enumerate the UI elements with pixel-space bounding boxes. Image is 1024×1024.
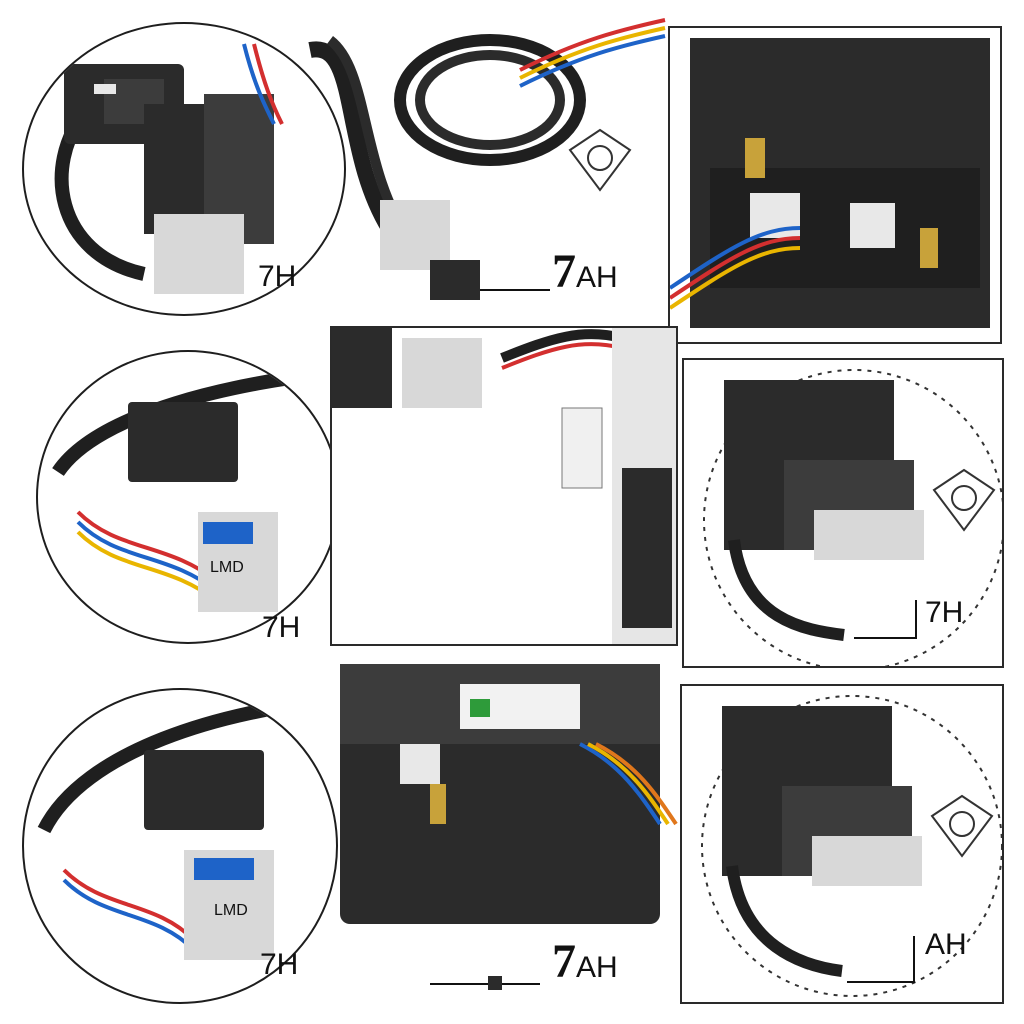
- harness-illustration: LMD: [37, 693, 336, 960]
- label-text: 7H: [262, 611, 301, 644]
- wiring-symbol: [568, 128, 632, 192]
- cable-bundle-top-center: [300, 10, 670, 320]
- label-number: 7: [552, 935, 576, 988]
- capacity-label-mid-right: 7H: [925, 598, 963, 628]
- connector-harness-illustration: [54, 43, 284, 294]
- cable-coil: [394, 34, 586, 166]
- panel-top-right: [668, 26, 1002, 344]
- terminal: [745, 138, 765, 178]
- label-text: 7H: [260, 948, 299, 981]
- fuse-block-illustration: [670, 38, 990, 328]
- callout-line: [854, 600, 917, 639]
- fuse: [850, 203, 895, 248]
- inset-circle-bottom-left: LMD: [22, 688, 338, 1004]
- capacity-label-bottom-right: AH: [925, 930, 967, 960]
- cable-coil-illustration: [308, 18, 666, 300]
- bracket-illustration: [332, 328, 676, 644]
- label-text: 7H: [925, 596, 964, 629]
- inset-circle-mid-left: LMD: [36, 350, 340, 644]
- capacity-label-top-center: 7AH: [552, 248, 618, 296]
- capacity-label-bottom-center: 7AH: [552, 938, 618, 986]
- terminal-clip: [380, 200, 450, 270]
- terminal: [430, 784, 446, 824]
- label-unit: AH: [576, 951, 618, 984]
- label-text: AH: [925, 928, 967, 961]
- panel-mid-center: [330, 326, 678, 646]
- wiring-symbol: [932, 468, 996, 532]
- callout-line: [847, 936, 915, 983]
- capacity-label-top-left: 7H: [258, 262, 296, 292]
- harness-illustration: LMD: [52, 365, 338, 612]
- terminal: [920, 228, 938, 268]
- module-sticker: LMD: [210, 559, 244, 576]
- relay-housing-illustration: [703, 369, 1002, 666]
- relay-housing-illustration: [701, 695, 1002, 997]
- label-text: 7H: [258, 260, 297, 293]
- panel-mid-right: [682, 358, 1004, 668]
- capacity-label-bottom-left: 7H: [260, 950, 298, 980]
- battery-illustration: [340, 664, 678, 924]
- inset-circle-top-left: [22, 22, 346, 316]
- battery-bottom-center: [330, 644, 680, 944]
- panel-bottom-right: [680, 684, 1004, 1004]
- connector-block: [144, 750, 264, 830]
- label-number: 7: [552, 245, 576, 298]
- wiring-symbol: [930, 794, 994, 858]
- label-unit: AH: [576, 261, 618, 294]
- module-sticker: LMD: [214, 902, 248, 919]
- fuse: [400, 744, 440, 784]
- connector-block: [128, 402, 238, 482]
- metal-bracket: [154, 214, 244, 294]
- capacity-label-mid-left: 7H: [262, 613, 300, 643]
